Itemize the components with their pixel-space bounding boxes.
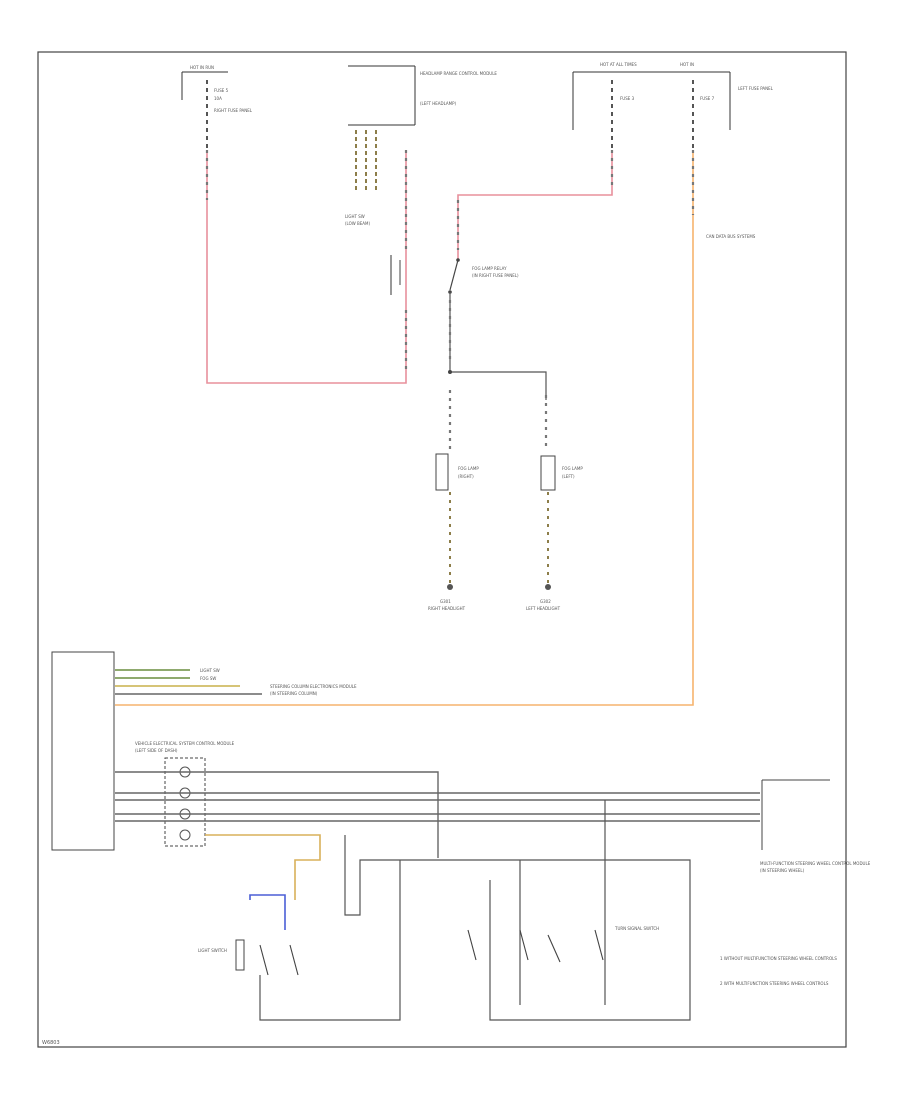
steering-wheel-module: MULTI-FUNCTION STEERING WHEEL CONTROL MO…: [760, 779, 871, 873]
light-switch-sublabel: (LOW BEAM): [345, 221, 370, 226]
ground-right-label: G301: [440, 599, 451, 604]
steering-column-module: LIGHT SW FOG SW STEERING COLUMN ELECTRON…: [51, 651, 357, 851]
light-switch-label: LIGHT SW: [345, 214, 365, 219]
turn-signal-switch: TURN SIGNAL SWITCH: [467, 926, 659, 963]
fog-right-sublabel: (RIGHT): [458, 474, 474, 479]
fuse-left-rating: 10A: [214, 96, 222, 101]
fog-left-label: FOG LAMP: [562, 466, 583, 471]
blue-wire: [249, 894, 286, 930]
module-mid-label: VEHICLE ELECTRICAL SYSTEM CONTROL MODULE: [135, 741, 235, 746]
tan-wire-light-switch: [205, 834, 321, 900]
red-wire-right-dashes: [456, 150, 614, 250]
switch-right-label: TURN SIGNAL SWITCH: [614, 926, 659, 931]
fuse-right: HOT AT ALL TIMES HOT IN FUSE 3 FUSE 7 LE…: [572, 62, 774, 150]
fog-left-sublabel: (LEFT): [562, 474, 575, 479]
module-left-label: STEERING COLUMN ELECTRONICS MODULE: [270, 684, 357, 689]
footer-code: W6803: [42, 1040, 60, 1046]
bus-wires: [115, 771, 760, 858]
light-switch: LIGHT SWITCH: [198, 939, 299, 976]
relay-label: FOG LAMP RELAY: [472, 266, 507, 271]
data-bus-label: CAN DATA BUS SYSTEMS: [706, 234, 756, 239]
red-wire-left-loop: [206, 150, 407, 384]
ground-wires: [449, 492, 549, 585]
fog-lamp-right: FOG LAMP (RIGHT): [435, 453, 479, 491]
fog-lamp-left: FOG LAMP (LEFT): [540, 455, 583, 491]
fog-lamp-relay: FOG LAMP RELAY (IN RIGHT FUSE PANEL): [390, 255, 519, 295]
diagram-frame: [37, 51, 847, 1048]
module-right-sublabel: (IN STEERING WHEEL): [760, 868, 805, 873]
lower-wires: [259, 800, 691, 1021]
note-2: 2 WITH MULTIFUNCTION STEERING WHEEL CONT…: [720, 981, 829, 986]
fuse-left: HOT IN RUN FUSE 5 10A RIGHT FUSE PANEL: [181, 65, 253, 150]
fuse-right2-label: FUSE 7: [700, 96, 715, 101]
fuse-right1-label: FUSE 3: [620, 96, 635, 101]
module-mid-sublabel: (LEFT SIDE OF DASH): [135, 748, 178, 753]
switch-left-label: LIGHT SWITCH: [198, 948, 227, 953]
fog-feed-dashes: [448, 300, 548, 450]
fuse-left-label: FUSE 5: [214, 88, 229, 93]
module-left-sublabel: (IN STEERING COLUMN): [270, 691, 318, 696]
ground-right-sublabel: RIGHT HEADLIGHT: [428, 606, 466, 611]
wire-segment-dashes-left: [205, 150, 408, 370]
hot-right-label: HOT IN: [680, 62, 694, 67]
ground-left-sublabel: LEFT HEADLIGHT: [526, 606, 561, 611]
hot-at-all-times-label: HOT AT ALL TIMES: [600, 62, 637, 67]
relay-sublabel: (IN RIGHT FUSE PANEL): [472, 273, 519, 278]
headlamp-module-top: HEADLAMP RANGE CONTROL MODULE (LEFT HEAD…: [345, 65, 497, 226]
hot-in-run-label: HOT IN RUN: [190, 65, 214, 70]
fog-right-label: FOG LAMP: [458, 466, 479, 471]
module-right-label: MULTI-FUNCTION STEERING WHEEL CONTROL MO…: [760, 861, 871, 866]
fog-feed-wire: [449, 292, 547, 400]
fuse-box-right-label: LEFT FUSE PANEL: [738, 86, 774, 91]
orange-wire: [115, 150, 694, 706]
module-pin1: LIGHT SW: [200, 668, 220, 673]
note-1: 1 WITHOUT MULTIFUNCTION STEERING WHEEL C…: [720, 956, 837, 961]
headlamp-module-label: HEADLAMP RANGE CONTROL MODULE: [420, 71, 497, 76]
fuse-box-left-label: RIGHT FUSE PANEL: [214, 108, 253, 113]
headlamp-module-sublabel: (LEFT HEADLAMP): [420, 101, 457, 106]
ground-left-label: G302: [540, 599, 551, 604]
red-wire-right: [457, 150, 613, 260]
module-pin2: FOG SW: [200, 676, 216, 681]
